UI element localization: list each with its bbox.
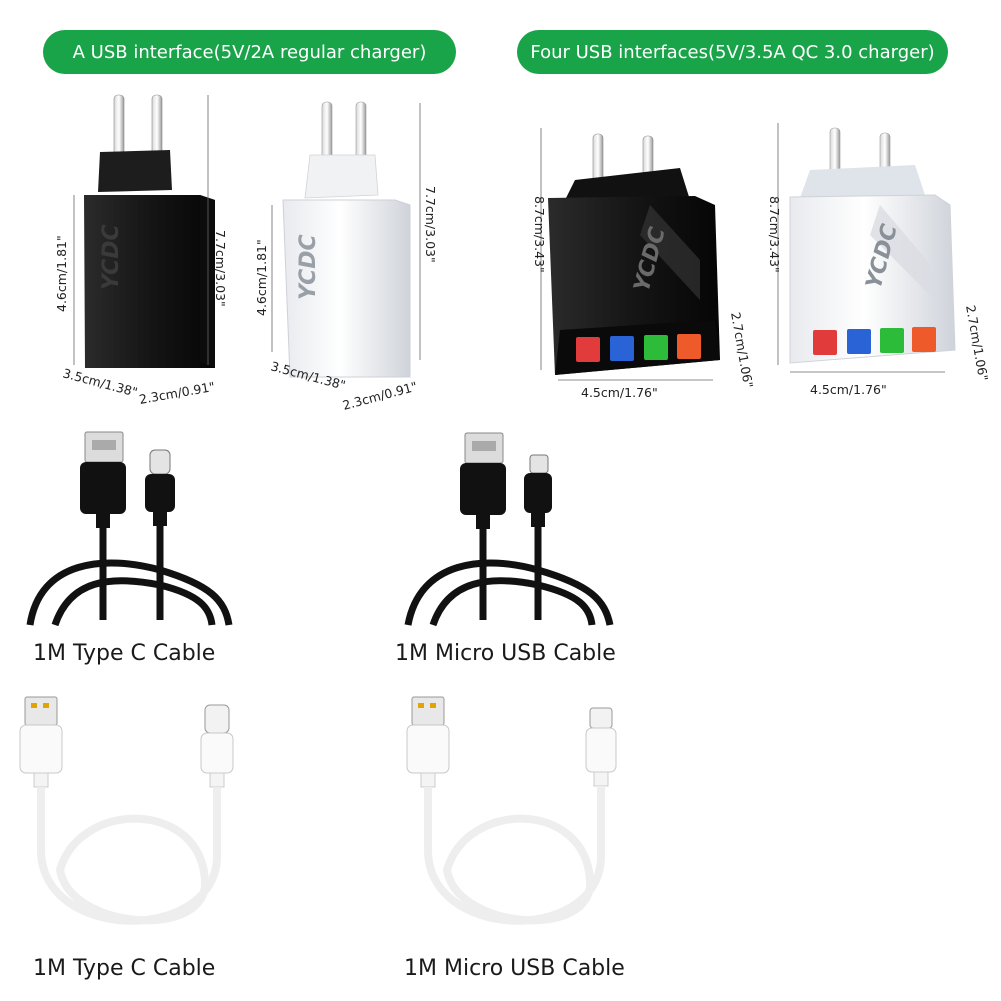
usb-port-orange xyxy=(677,334,701,359)
black-micro-usb-cable xyxy=(404,432,614,627)
usb-port-red xyxy=(576,337,600,362)
black-single-charger: YCDC xyxy=(84,94,215,368)
usb-port-red xyxy=(813,330,837,355)
depth-dimension: 2.3cm/0.91" xyxy=(341,379,419,413)
usb-port-blue xyxy=(610,336,634,361)
height-dimension: 8.7cm/3.43" xyxy=(767,196,782,273)
white-quad-charger: YCDC xyxy=(789,127,956,364)
white-type-c-cable xyxy=(19,696,234,925)
width-dimension: 4.5cm/1.76" xyxy=(810,382,887,397)
usb-port-blue xyxy=(847,329,871,354)
height-dimension: 7.7cm/3.03" xyxy=(213,230,228,307)
height-dimension: 7.7cm/3.03" xyxy=(423,186,438,263)
caption-black-micro-usb: 1M Micro USB Cable xyxy=(395,641,616,666)
single-port-header: A USB interface(5V/2A regular charger) xyxy=(43,30,456,74)
black-quad-charger: YCDC xyxy=(548,133,720,375)
usb-port-green xyxy=(644,335,668,360)
brand-logo: YCDC xyxy=(99,224,124,290)
depth-dimension: 2.3cm/0.91" xyxy=(138,379,216,407)
height-dimension: 8.7cm/3.43" xyxy=(532,196,547,273)
usb-port-green xyxy=(880,328,904,353)
brand-logo: YCDC xyxy=(296,234,321,300)
caption-white-type-c: 1M Type C Cable xyxy=(33,956,216,981)
face-dimension: 4.6cm/1.81" xyxy=(54,235,69,312)
quad-port-header: Four USB interfaces(5V/3.5A QC 3.0 charg… xyxy=(517,30,948,74)
usb-port-orange xyxy=(912,327,936,352)
caption-black-type-c: 1M Type C Cable xyxy=(33,641,216,666)
white-single-charger: YCDC xyxy=(282,101,411,378)
black-type-c-cable xyxy=(26,431,233,627)
face-dimension: 4.6cm/1.81" xyxy=(254,239,269,316)
caption-white-micro-usb: 1M Micro USB Cable xyxy=(404,956,625,981)
depth-dimension: 2.7cm/1.06" xyxy=(728,311,756,389)
width-dimension: 3.5cm/1.38" xyxy=(61,365,139,399)
width-dimension: 4.5cm/1.76" xyxy=(581,385,658,400)
white-micro-usb-cable xyxy=(406,696,617,925)
depth-dimension: 2.7cm/1.06" xyxy=(963,304,991,382)
